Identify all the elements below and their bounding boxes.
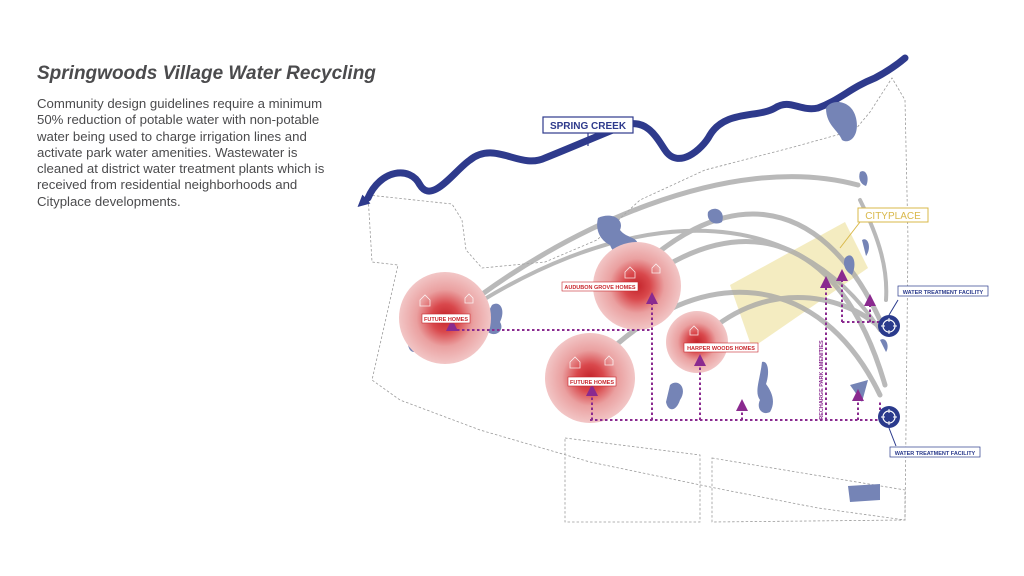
recharge-park-amenities-label: RECHARGE PARK AMENITIES bbox=[819, 340, 825, 420]
treatment-facility-lower bbox=[878, 406, 900, 447]
future-homes-west-label: FUTURE HOMES bbox=[424, 317, 468, 323]
treatment-facility-upper-label-box bbox=[897, 285, 989, 297]
spring-creek-label: SPRING CREEK bbox=[550, 121, 627, 132]
house-icons bbox=[419, 263, 699, 369]
harper-woods-label-box bbox=[683, 342, 759, 353]
page-title: Springwoods Village Water Recycling bbox=[37, 63, 376, 84]
spring-creek bbox=[364, 54, 909, 202]
zone-harper-woods bbox=[666, 311, 728, 373]
future-homes-south-label: FUTURE HOMES bbox=[570, 380, 614, 386]
cityplace-label: CITYPLACE bbox=[865, 211, 921, 222]
treatment-facility-upper bbox=[878, 299, 900, 337]
treatment-facility-upper-label: WATER TREATMENT FACILITY bbox=[903, 290, 984, 296]
cityplace-label-box bbox=[857, 207, 929, 223]
site-boundary bbox=[367, 77, 909, 521]
site-parcel-south bbox=[564, 437, 701, 523]
treatment-facility-lower-label-box bbox=[889, 446, 981, 458]
audubon-grove-label: AUDUBON GROVE HOMES bbox=[564, 285, 636, 291]
audubon-grove-label-box bbox=[561, 281, 639, 292]
recycled-water-lines bbox=[446, 269, 881, 421]
future-homes-west-label-box bbox=[421, 313, 471, 324]
site-parcel-southeast bbox=[711, 457, 906, 523]
treatment-facility-lower-label: WATER TREATMENT FACILITY bbox=[895, 451, 976, 457]
description-text: Community design guidelines require a mi… bbox=[37, 96, 325, 209]
future-homes-south-label-box bbox=[567, 376, 617, 387]
river-arrow bbox=[357, 193, 373, 208]
harper-woods-label: HARPER WOODS HOMES bbox=[687, 346, 755, 352]
cityplace-pointer bbox=[839, 221, 861, 249]
